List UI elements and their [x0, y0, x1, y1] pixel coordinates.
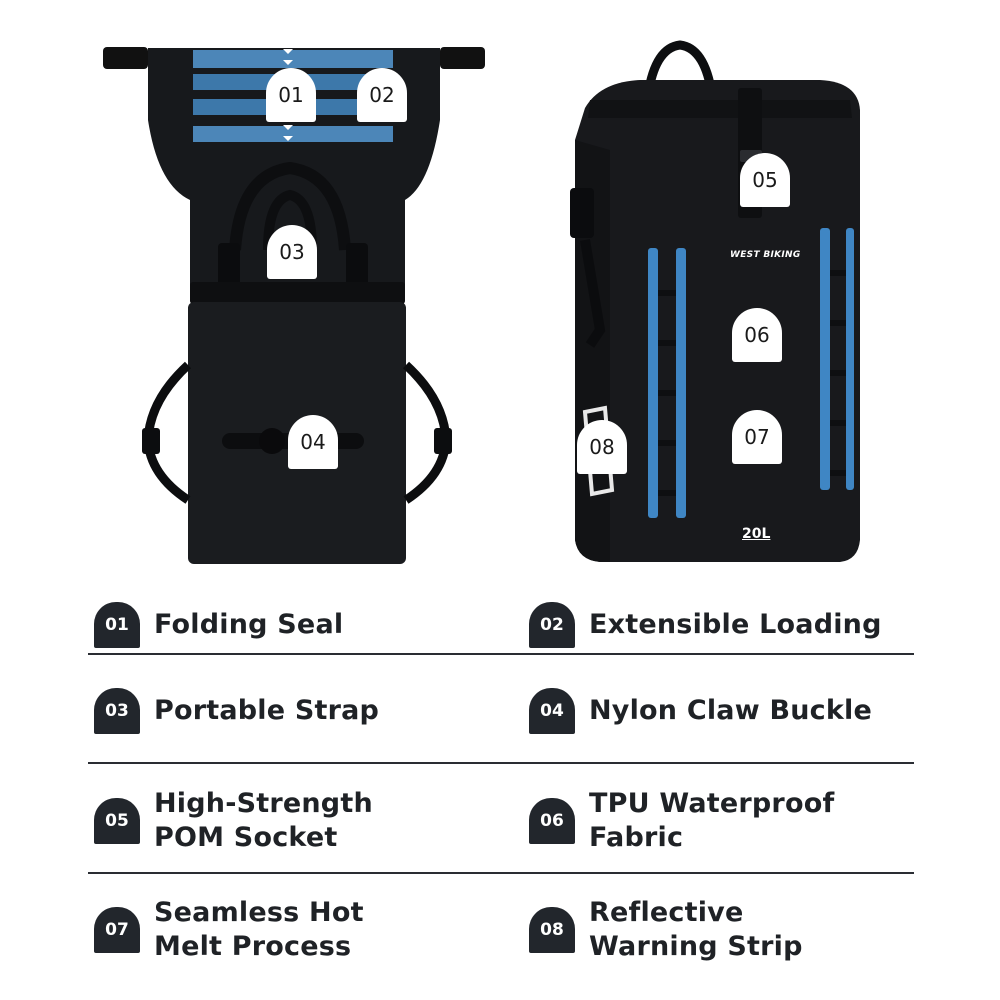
right-buckle-icon [440, 47, 485, 69]
divider [88, 653, 914, 655]
feature-number-badge: 04 [529, 688, 575, 734]
callout-05: 05 [740, 153, 790, 207]
brand-logo: WEST BIKING [730, 250, 801, 260]
feature-item-nylon-claw-buckle: 04 Nylon Claw Buckle [529, 656, 872, 766]
feature-label: Reflective Warning Strip [589, 897, 803, 962]
feature-label: TPU Waterproof Fabric [589, 788, 835, 853]
feature-label: Nylon Claw Buckle [589, 695, 872, 726]
feature-row: 03 Portable Strap 04 Nylon Claw Buckle [88, 656, 914, 766]
callout-01: 01 [266, 68, 316, 122]
feature-item-reflective-strip: 08 Reflective Warning Strip [529, 875, 803, 985]
callout-06: 06 [732, 308, 782, 362]
hook-clip-icon [346, 243, 368, 291]
feature-number-badge: 02 [529, 602, 575, 648]
seal-strip [193, 126, 393, 142]
feature-row: 01 Folding Seal 02 Extensible Loading [88, 570, 914, 680]
feature-label: Portable Strap [154, 695, 380, 726]
reflective-strip [676, 248, 686, 518]
mounting-rail [190, 282, 405, 304]
callout-03: 03 [267, 225, 317, 279]
feature-item-portable-strap: 03 Portable Strap [94, 656, 379, 766]
reflective-strip [648, 248, 658, 518]
feature-item-folding-seal: 01 Folding Seal [94, 570, 343, 680]
feature-number-badge: 06 [529, 798, 575, 844]
hook-clip-icon [218, 243, 240, 291]
feature-list: 01 Folding Seal 02 Extensible Loading 03… [88, 570, 914, 1000]
left-buckle-icon [103, 47, 148, 69]
feature-number-badge: 08 [529, 907, 575, 953]
feature-number-badge: 07 [94, 907, 140, 953]
callout-07: 07 [732, 410, 782, 464]
feature-item-hot-melt: 07 Seamless Hot Melt Process [94, 875, 364, 985]
product-image-area: WEST BIKING 20L 01 02 03 04 05 06 07 08 [103, 40, 860, 564]
feature-item-pom-socket: 05 High-Strength POM Socket [94, 766, 373, 876]
feature-label: Folding Seal [154, 609, 344, 640]
capacity-label: 20L [742, 526, 771, 542]
reflective-strip [846, 228, 854, 490]
left-bag-back-view [103, 47, 485, 564]
callout-02: 02 [357, 68, 407, 122]
pannier-bag-illustration [103, 40, 860, 564]
feature-label: Seamless Hot Melt Process [154, 897, 364, 962]
feature-row: 05 High-Strength POM Socket 06 TPU Water… [88, 766, 914, 876]
reflective-strip [820, 228, 830, 490]
seal-strip [193, 50, 393, 68]
feature-label: High-Strength POM Socket [154, 788, 373, 853]
callout-08: 08 [577, 420, 627, 474]
feature-number-badge: 05 [94, 798, 140, 844]
feature-item-tpu-fabric: 06 TPU Waterproof Fabric [529, 766, 914, 876]
right-bag-front-view [570, 40, 860, 562]
callout-04: 04 [288, 415, 338, 469]
feature-label: Extensible Loading [589, 609, 882, 640]
divider [88, 762, 914, 764]
feature-number-badge: 01 [94, 602, 140, 648]
divider [88, 872, 914, 874]
feature-row: 07 Seamless Hot Melt Process 08 Reflecti… [88, 875, 914, 985]
feature-number-badge: 03 [94, 688, 140, 734]
feature-item-extensible-loading: 02 Extensible Loading [529, 570, 882, 680]
